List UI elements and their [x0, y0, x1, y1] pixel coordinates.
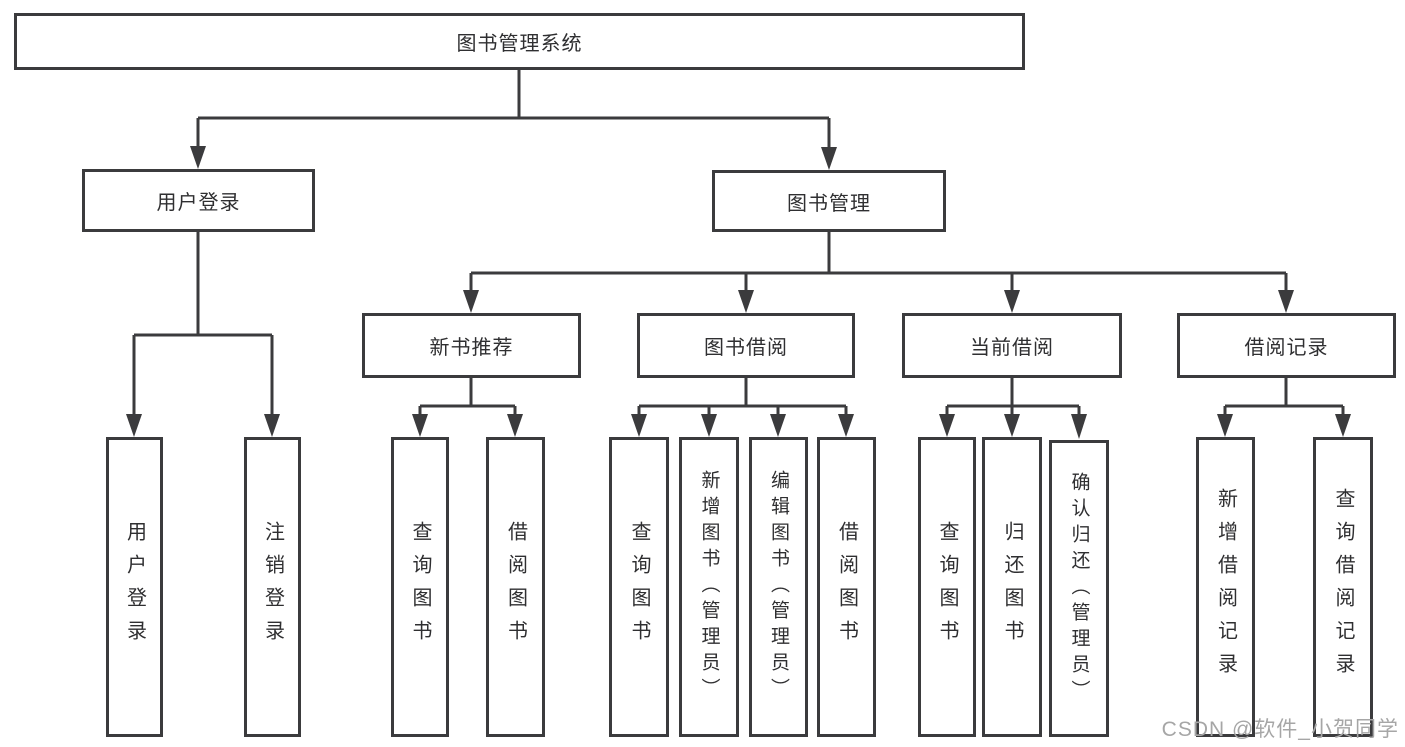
arrowhead-leaf [939, 414, 955, 437]
node-borrow-record: 借阅记录 [1177, 313, 1396, 378]
arrowhead-book-management [821, 147, 837, 170]
arrowhead-user-login [190, 146, 206, 169]
node-borrow-record-label: 借阅记录 [1244, 337, 1329, 359]
node-user-login-label: 用户登录 [156, 192, 241, 214]
node-leaf-return-books: 归还图书 [982, 437, 1042, 737]
node-new-book-recommend: 新书推荐 [362, 313, 581, 378]
connector-user-login-children [132, 232, 274, 418]
leaf-label: 注销登录 [261, 521, 284, 653]
node-book-management: 图书管理 [712, 170, 946, 232]
node-leaf-logout: 注销登录 [244, 437, 301, 737]
connector-root-to-level2 [196, 70, 831, 151]
connector-new-book-children [418, 378, 517, 418]
arrowhead-leaf [701, 414, 717, 437]
arrowhead-leaf [412, 414, 428, 437]
arrowhead-leaf [507, 414, 523, 437]
arrowhead-leaf [631, 414, 647, 437]
node-current-borrow: 当前借阅 [902, 313, 1122, 378]
leaf-label: 查询图书 [409, 521, 431, 653]
arrowhead-current-borrow [1004, 290, 1020, 313]
leaf-label: 查询图书 [936, 521, 958, 653]
node-book-borrow: 图书借阅 [637, 313, 855, 378]
node-user-login: 用户登录 [82, 169, 315, 232]
node-leaf-query-borrow-record: 查询借阅记录 [1313, 437, 1373, 737]
node-leaf-query-books-1: 查询图书 [391, 437, 449, 737]
node-leaf-edit-books-admin: 编辑图书（管理员） [749, 437, 808, 737]
node-new-book-recommend-label: 新书推荐 [429, 337, 514, 359]
arrowhead-leaf [1217, 414, 1233, 437]
node-root-label: 图书管理系统 [456, 33, 583, 55]
arrowhead-leaf [1071, 414, 1087, 439]
node-leaf-query-books-3: 查询图书 [918, 437, 976, 737]
node-leaf-add-borrow-record: 新增借阅记录 [1196, 437, 1255, 737]
arrowhead-leaf [838, 414, 854, 437]
leaf-label: 查询图书 [628, 521, 650, 653]
leaf-label: 归还图书 [1001, 521, 1023, 653]
arrowhead-leaf [1335, 414, 1351, 437]
arrowhead-borrow-record [1278, 290, 1294, 313]
node-current-borrow-label: 当前借阅 [970, 337, 1054, 359]
connector-current-borrow-children [945, 378, 1081, 418]
node-book-borrow-label: 图书借阅 [704, 337, 788, 359]
arrowhead-leaf [264, 414, 280, 437]
leaf-label: 新增借阅记录 [1214, 488, 1237, 686]
arrowhead-leaf [126, 414, 142, 437]
node-leaf-borrow-books-1: 借阅图书 [486, 437, 545, 737]
node-leaf-user-login: 用户登录 [106, 437, 163, 737]
leaf-label: 编辑图书（管理员） [768, 470, 789, 704]
leaf-label: 查询借阅记录 [1332, 488, 1354, 686]
node-leaf-borrow-books-2: 借阅图书 [817, 437, 876, 737]
csdn-watermark: CSDN @软件_小贺同学 [1161, 718, 1399, 741]
arrowhead-leaf [770, 414, 786, 437]
arrowhead-new-book [463, 290, 479, 313]
node-leaf-confirm-return-admin: 确认归还（管理员） [1049, 440, 1109, 737]
connector-borrow-record-children [1223, 378, 1345, 418]
arrowhead-leaf [1004, 414, 1020, 437]
connector-book-borrow-children [637, 378, 848, 418]
leaf-label: 借阅图书 [504, 521, 527, 653]
leaf-label: 新增图书（管理员） [698, 470, 720, 704]
node-leaf-add-books-admin: 新增图书（管理员） [679, 437, 739, 737]
connector-book-management-children [469, 232, 1288, 294]
leaf-label: 借阅图书 [835, 521, 858, 653]
node-root: 图书管理系统 [14, 13, 1025, 70]
node-book-management-label: 图书管理 [787, 192, 871, 215]
leaf-label: 确认归还（管理员） [1068, 471, 1090, 706]
leaf-label: 用户登录 [123, 521, 146, 653]
node-leaf-query-books-2: 查询图书 [609, 437, 669, 737]
arrowhead-book-borrow [738, 290, 754, 313]
